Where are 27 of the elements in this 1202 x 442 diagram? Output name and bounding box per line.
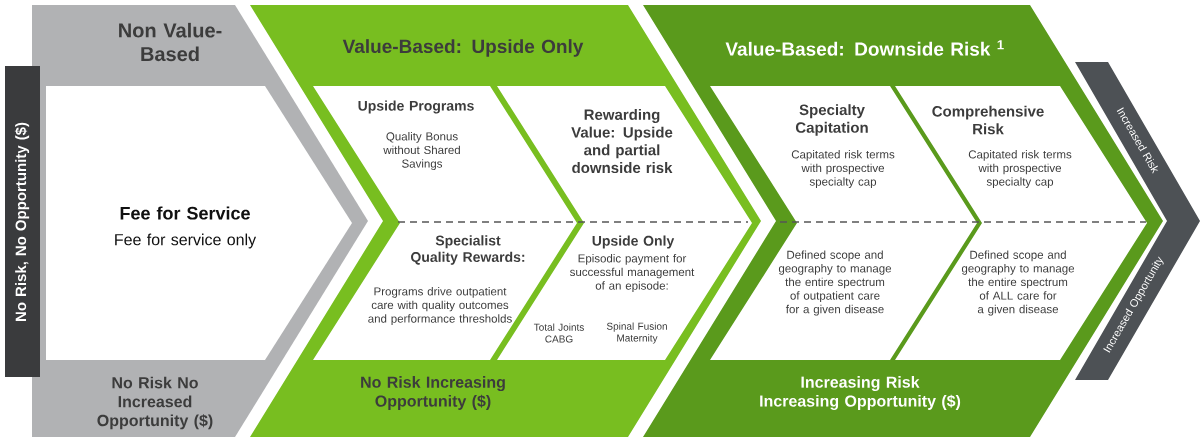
chevron-band [46, 86, 352, 360]
heading: Non Value-Based [119, 22, 222, 62]
heading: Upside Programs [358, 100, 474, 114]
heading: Upside Only [592, 235, 675, 249]
band-caption: Increasing Risk Increasing Opportunity ($) [760, 376, 961, 410]
band-caption: No Risk No Increased Opportunity ($) [97, 376, 213, 430]
heading: Specialty Capitation [795, 104, 868, 136]
body-text: Spinal Fusion Maternity [606, 322, 667, 344]
body-text: Defined scope and geography to manage the entire spectrum of ALL care for a given disease [961, 250, 1075, 316]
body-text: Episodic payment for successful management of an episode: [570, 254, 695, 292]
band-caption: No Risk Increasing Opportunity ($) [361, 376, 505, 410]
heading: Fee for Service [120, 206, 250, 220]
body-text: Defined scope and geography to manage the entire spectrum of outpatient care for a given disease [778, 250, 892, 316]
side-label: No Risk, No Opportunity ($) [14, 122, 30, 321]
heading: Comprehensive Risk [932, 105, 1044, 135]
heading: Value-Based: Upside Only [342, 39, 584, 57]
side-bar [5, 66, 40, 377]
body-text: Capitated risk terms with prospective specialty cap [968, 150, 1072, 188]
heading: Value-Based: Downside Risk $^{1}$ [725, 40, 1004, 56]
body-text: Capitated risk terms with prospective specialty cap [791, 150, 895, 188]
body-text: Quality Bonus without Shared Savings [383, 132, 460, 170]
heading: Specialist Quality Rewards: [411, 235, 525, 265]
body-text: Fee for service only [115, 233, 257, 249]
body-text: Total Joints CABG [533, 323, 584, 343]
body-text: Programs drive outpatient care with quality outcomes and performance thresholds [368, 287, 512, 325]
chevron-band [1075, 62, 1200, 380]
heading: Rewarding Value: Upside and partial downside risk [571, 108, 673, 174]
